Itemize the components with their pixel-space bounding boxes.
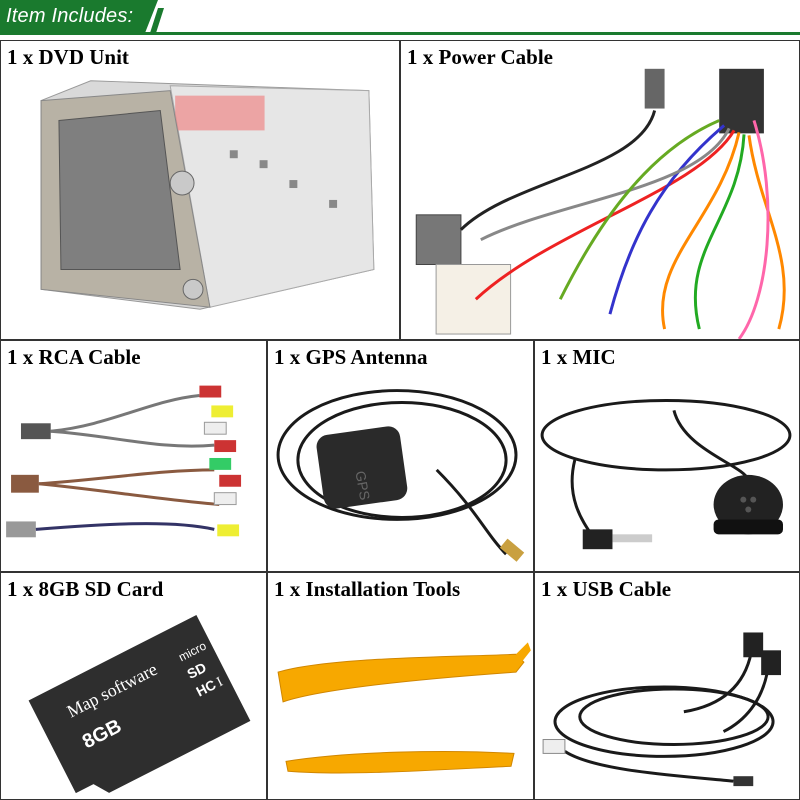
item-label: 1 x USB Cable bbox=[541, 577, 672, 601]
rca-cable-icon bbox=[6, 385, 242, 538]
power-cable-icon bbox=[415, 68, 786, 339]
item-usb-cable: 1 x USB Cable bbox=[534, 572, 800, 800]
microphone-icon bbox=[540, 398, 792, 550]
item-label: 1 x Power Cable bbox=[407, 45, 554, 69]
sd-card-icon: Map software 8GB micro SD HC I bbox=[28, 614, 251, 794]
item-label: 1 x MIC bbox=[541, 345, 616, 369]
item-installation-tools: 1 x Installation Tools bbox=[267, 572, 534, 800]
pry-tools-icon bbox=[277, 642, 531, 774]
section-banner: Item Includes: bbox=[0, 0, 800, 36]
item-gps-antenna: GPS 1 x GPS Antenna bbox=[267, 340, 534, 572]
item-label: 1 x Installation Tools bbox=[274, 577, 461, 601]
items-grid: 1 x DVD Unit 1 x Power Cable bbox=[0, 40, 800, 800]
item-label: 1 x GPS Antenna bbox=[274, 345, 428, 369]
dvd-unit-icon bbox=[40, 80, 375, 310]
item-microphone: 1 x MIC bbox=[534, 340, 800, 572]
banner-title: Item Includes: bbox=[6, 5, 134, 27]
antenna-text: GPS bbox=[352, 470, 373, 502]
card-brand2: SD bbox=[184, 659, 208, 682]
item-dvd-unit: 1 x DVD Unit bbox=[0, 40, 400, 340]
item-label: 1 x DVD Unit bbox=[7, 45, 129, 69]
item-sd-card: Map software 8GB micro SD HC I 1 x 8GB S… bbox=[0, 572, 267, 800]
item-rca-cable: 1 x RCA Cable bbox=[0, 340, 267, 572]
item-label: 1 x RCA Cable bbox=[7, 345, 141, 369]
banner-shape bbox=[0, 0, 800, 35]
gps-antenna-icon: GPS bbox=[276, 389, 525, 562]
item-label: 1 x 8GB SD Card bbox=[7, 577, 164, 601]
card-i: I bbox=[215, 675, 226, 691]
item-power-cable: 1 x Power Cable bbox=[400, 40, 800, 340]
usb-cable-icon bbox=[542, 632, 781, 787]
